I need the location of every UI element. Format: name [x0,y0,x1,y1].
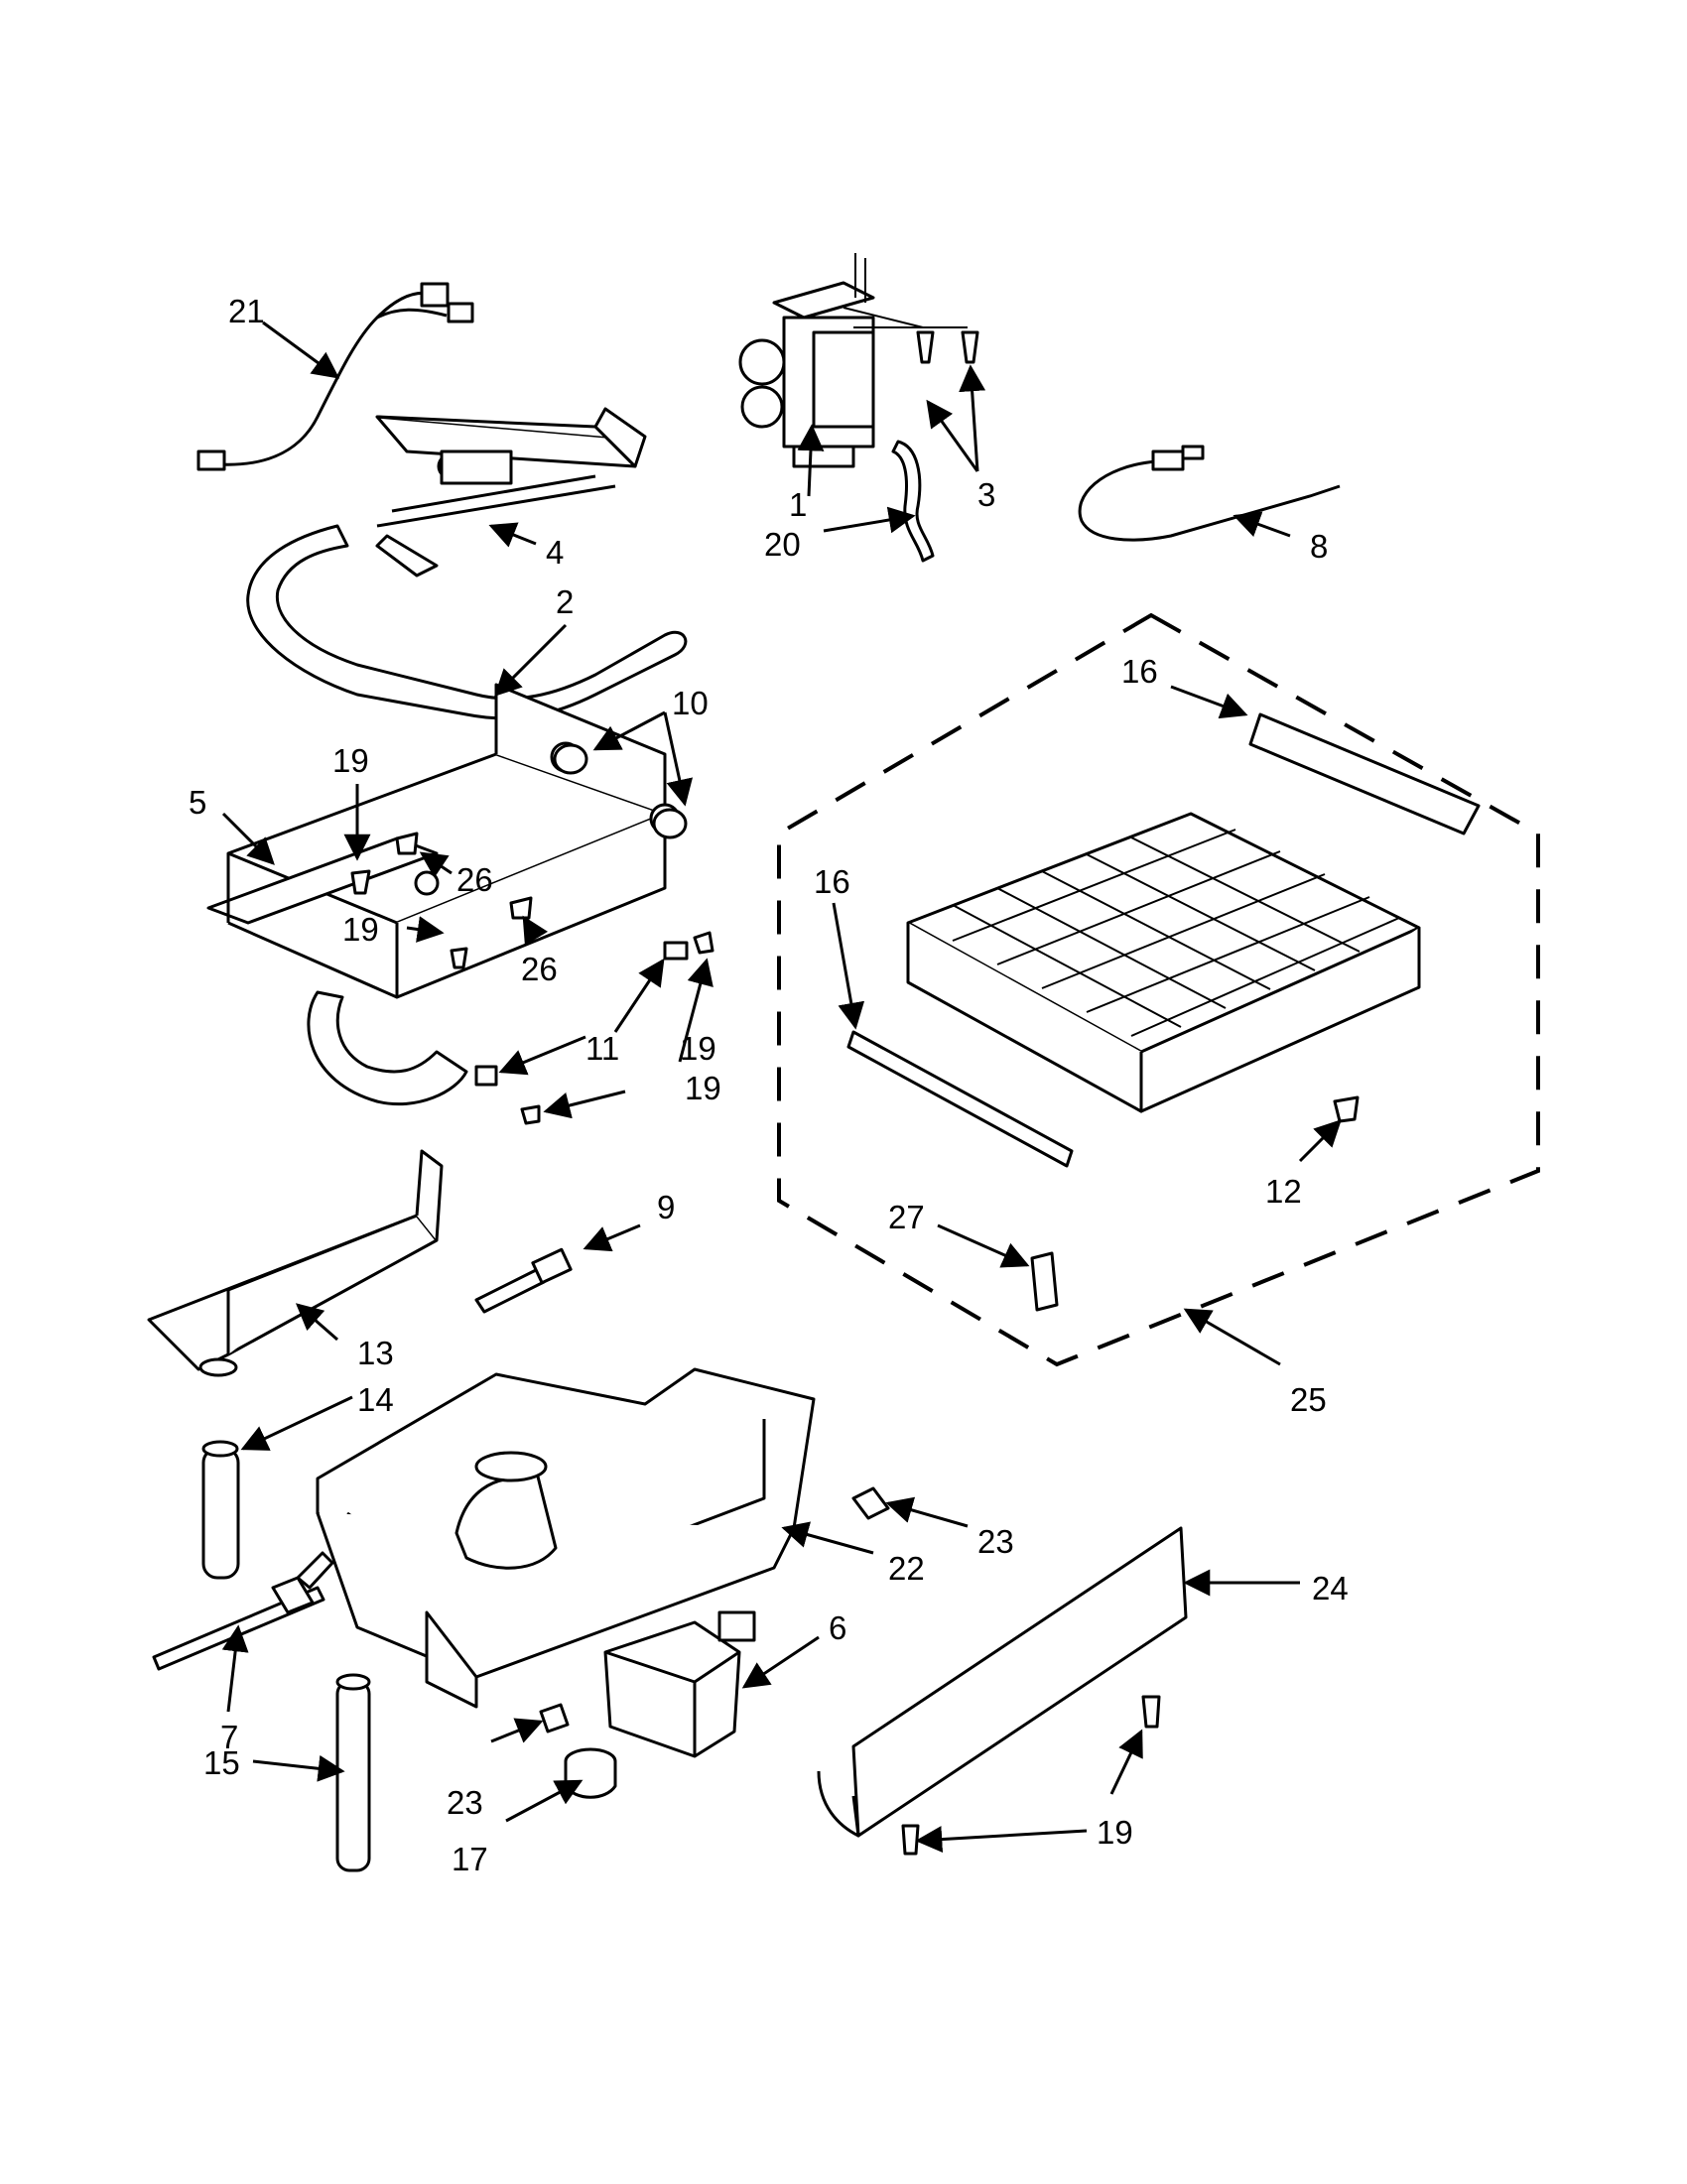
callout-15: 15 [203,1744,240,1781]
screws-3-part [843,307,979,364]
kit-25-region [777,612,1540,1367]
nut-17-part [564,1747,617,1799]
wire-harness-part [196,282,474,471]
tube-20-part [891,440,935,563]
callout-21: 21 [228,293,265,329]
callout-5: 5 [189,784,206,821]
callout-19e: 19 [1097,1814,1133,1851]
callout-6: 6 [829,1609,846,1646]
label-27-part [1030,1251,1059,1312]
ice-bin-22-part [316,1367,816,1709]
callout-19b: 19 [342,911,379,948]
callout-10: 10 [672,685,709,721]
rod-7-part [152,1551,334,1671]
callout-16a: 16 [1121,653,1158,690]
callout-7: 7 [220,1719,238,1755]
bracket-24-part [817,1526,1188,1838]
clips-11-part [474,941,689,1087]
thermistor-part [1078,445,1341,542]
screw-12-part [1333,1095,1360,1123]
callout-9: 9 [657,1189,675,1225]
callout-26a: 26 [456,861,493,898]
callout-20: 20 [764,526,801,563]
callout-labels: 21 4 2 1 3 20 8 10 19 5 26 19 26 11 19 1… [189,293,1349,1877]
callout-8: 8 [1310,528,1328,565]
callout-11: 11 [585,1030,619,1067]
callout-22: 22 [888,1550,925,1587]
tube-14-part [201,1440,240,1580]
callout-12: 12 [1265,1173,1302,1210]
frame-screws-part [350,832,714,1125]
grommets-part [553,743,688,839]
fill-tube-part [246,524,688,720]
ice-mold-part [375,407,647,578]
grid-assembly-part [906,812,1421,1113]
fitting-9-part [474,1247,573,1314]
callout-26b: 26 [521,951,558,987]
callout-27: 27 [888,1199,925,1235]
callout-3: 3 [977,476,995,513]
callout-4: 4 [546,534,564,571]
callout-14: 14 [357,1381,394,1418]
chute-13-part [147,1149,444,1377]
callout-19a: 19 [332,742,369,779]
valve-assembly-part [738,253,875,468]
callout-23b: 23 [447,1784,483,1821]
callout-17: 17 [452,1841,488,1877]
callout-25: 25 [1290,1381,1327,1418]
screws-23-part [539,1486,890,1734]
callout-23a: 23 [977,1523,1014,1560]
callout-16b: 16 [814,863,850,900]
callout-13: 13 [357,1335,394,1371]
motor-6-part [603,1610,756,1758]
callout-19c: 19 [680,1030,716,1067]
bracket-screws-part [901,1695,1161,1856]
callout-2: 2 [556,583,574,620]
callout-24: 24 [1312,1570,1349,1606]
strip-16-part [846,712,1481,1168]
leader-lines [221,321,1342,1854]
tube-15-part [335,1673,371,1872]
callout-19d: 19 [685,1070,721,1106]
callout-1: 1 [789,486,807,523]
